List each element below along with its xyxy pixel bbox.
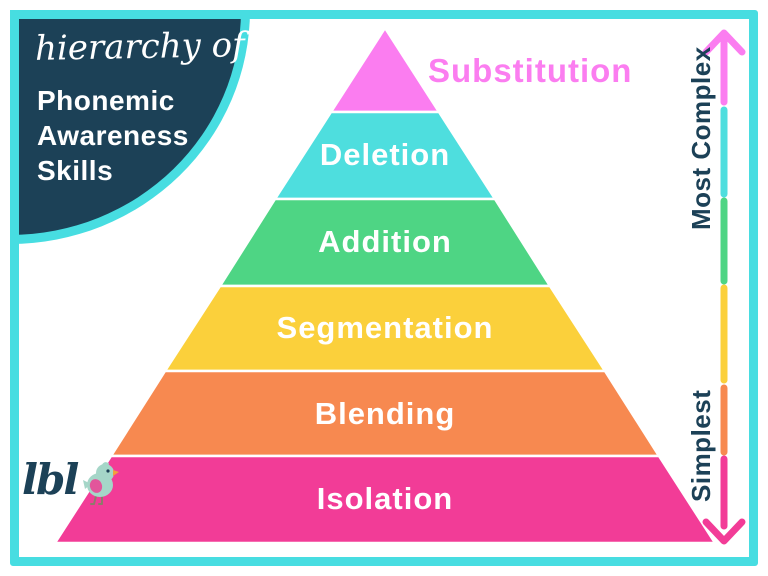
outer-frame-border [10, 10, 758, 566]
most-complex-label: Most Complex [686, 46, 716, 230]
logo-text: lbl [22, 455, 79, 504]
simplest-label: Simplest [686, 389, 716, 502]
pyramid-label-blending: Blending [314, 396, 456, 431]
title-line-awareness: Awareness [37, 120, 189, 151]
pyramid-level-isolation [52, 454, 718, 545]
arrow-down-head [702, 518, 746, 545]
bird-icon [83, 462, 120, 505]
pyramid-label-deletion: Deletion [319, 137, 451, 172]
arrow-up-head [702, 29, 746, 56]
pyramid-label-substitution: Substitution [428, 52, 633, 89]
pyramid-label-addition: Addition [318, 224, 452, 259]
title-line-phonemic: Phonemic [37, 85, 175, 116]
logo: lbl [22, 452, 120, 508]
title-script-line: hierarchy of [34, 25, 246, 69]
pyramid-level-substitution [328, 25, 442, 114]
title-line-skills: Skills [37, 155, 114, 186]
pyramid-label-isolation: Isolation [316, 481, 454, 516]
pyramid-label-segmentation: Segmentation [276, 310, 494, 345]
complexity-arrow [702, 29, 746, 545]
